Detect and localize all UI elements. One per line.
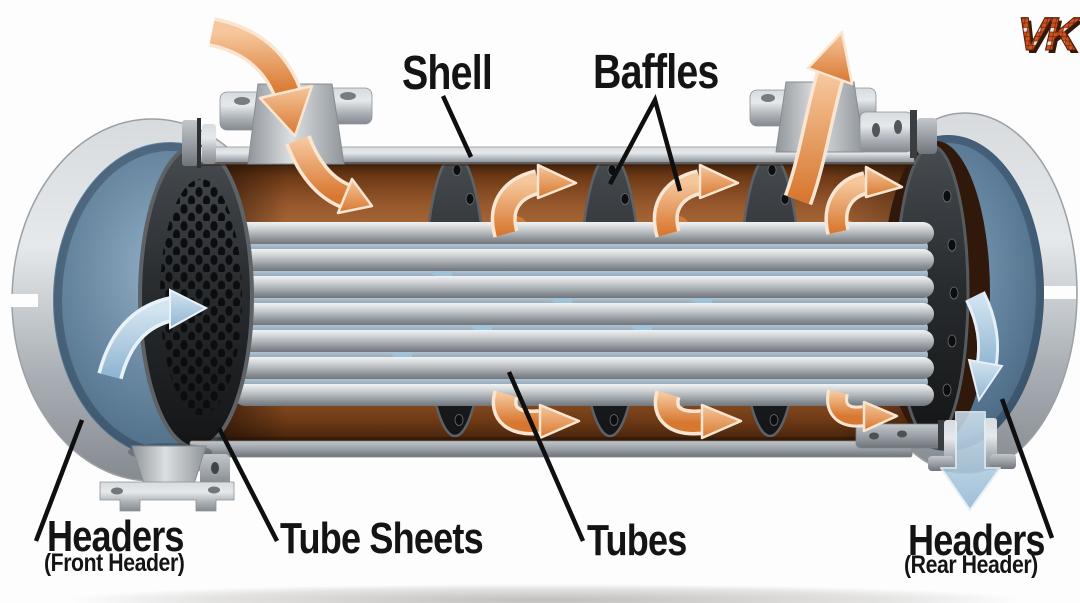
front-bottom-nozzle bbox=[99, 443, 235, 512]
baffle-flow-arrows bbox=[490, 163, 904, 440]
brand-logo-mark: VK VK bbox=[1011, 8, 1080, 64]
brand-logo: VK VK bbox=[998, 0, 1080, 64]
label-baffles: Baffles bbox=[593, 46, 719, 99]
tube-side-inlet-arrow bbox=[97, 288, 209, 380]
leader-tubes bbox=[506, 371, 586, 542]
label-headers-front-sub: (Front Header) bbox=[44, 549, 185, 577]
leader-baffles bbox=[608, 93, 683, 192]
leader-tube-sheets bbox=[216, 426, 280, 543]
leader-headers-front bbox=[33, 419, 85, 542]
logo-text: VK bbox=[1012, 8, 1080, 60]
label-shell: Shell bbox=[402, 47, 493, 100]
shell-inlet-arrow bbox=[208, 17, 374, 215]
label-headers-rear-sub: (Rear Header) bbox=[904, 551, 1038, 579]
girth-flange-front bbox=[182, 118, 216, 168]
leader-headers-rear bbox=[999, 398, 1055, 539]
rear-header-internal-arrow bbox=[965, 291, 1004, 403]
leader-lines bbox=[33, 93, 1055, 543]
label-headers-front: Headers bbox=[47, 512, 184, 561]
leader-shell bbox=[440, 95, 474, 158]
ground-shadow bbox=[65, 584, 1025, 603]
front-tube-sheet bbox=[138, 144, 254, 450]
rear-bottom-nozzle bbox=[855, 418, 1016, 472]
girth-flange-rear bbox=[859, 110, 937, 158]
logo-shadow-text: VK bbox=[1015, 11, 1080, 63]
tube-side-outlet-arrow bbox=[940, 411, 1001, 511]
label-headers-rear: Headers bbox=[908, 516, 1045, 565]
shell-wall bbox=[189, 146, 915, 458]
shell-outlet-arrow bbox=[783, 30, 854, 206]
label-tubes: Tubes bbox=[587, 516, 687, 565]
label-tube-sheets: Tube Sheets bbox=[280, 514, 484, 563]
tube-bundle bbox=[234, 222, 934, 406]
